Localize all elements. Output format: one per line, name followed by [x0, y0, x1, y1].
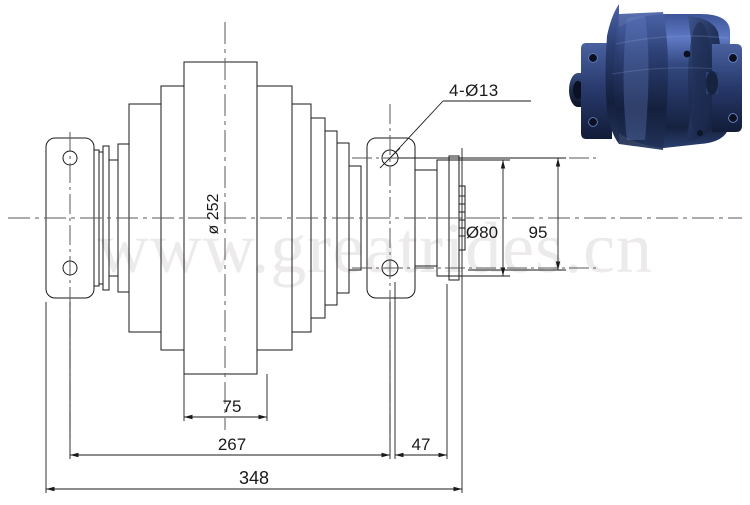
photo-right-hub: [706, 71, 718, 95]
svg-text:4-Ø13: 4-Ø13: [449, 81, 499, 100]
dimension-267: 267: [69, 302, 391, 459]
svg-text:75: 75: [223, 397, 242, 416]
svg-text:www.greatrides.cn: www.greatrides.cn: [97, 208, 653, 288]
watermark: www.greatrides.cn: [97, 208, 653, 288]
svg-text:47: 47: [412, 435, 431, 454]
svg-text:ø 252: ø 252: [205, 193, 222, 234]
dimension-75: 75: [183, 374, 268, 421]
svg-text:348: 348: [239, 468, 269, 488]
dimension-47: 47: [394, 282, 448, 459]
dimension-348: 348: [45, 148, 463, 493]
svg-text:95: 95: [529, 223, 548, 242]
photo-right-flange: [712, 44, 742, 132]
svg-text:Ø80: Ø80: [466, 223, 498, 242]
dimension-4-dia13: 4-Ø13: [379, 81, 531, 169]
dimension-dia252: ø 252: [205, 193, 222, 234]
photo-roller-barrel: [605, 4, 731, 150]
dimension-dia80: Ø80: [444, 159, 510, 277]
svg-text:267: 267: [218, 435, 246, 454]
dimension-95: 95: [398, 157, 566, 271]
product-photo: [569, 4, 742, 150]
photo-left-flange: [581, 43, 612, 139]
